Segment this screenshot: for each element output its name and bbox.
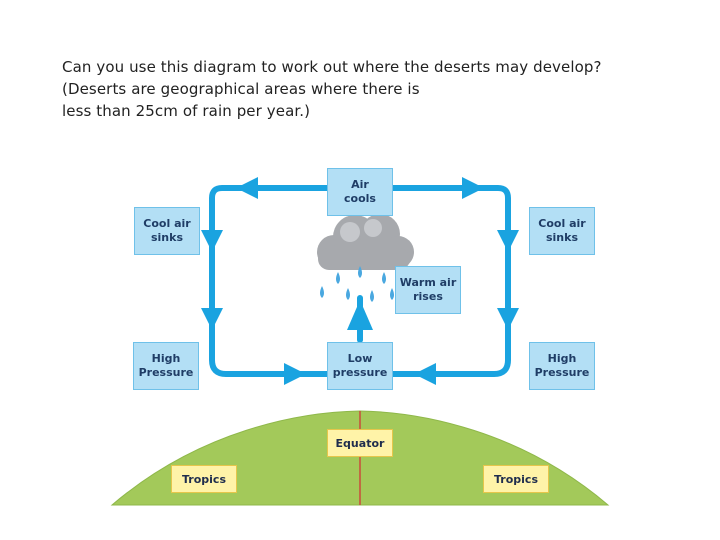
low-pressure-line-1: Low xyxy=(347,352,373,365)
high-pressure-left-box: High Pressure xyxy=(133,342,199,390)
high-pressure-right-line-2: Pressure xyxy=(534,366,590,379)
arrowheads xyxy=(201,177,519,385)
cool-air-sinks-right-line-2: sinks xyxy=(545,231,578,244)
cool-air-sinks-left-line-1: Cool air xyxy=(143,217,191,230)
tropics-right-label: Tropics xyxy=(483,465,549,493)
air-cools-box: Air cools xyxy=(327,168,393,216)
high-pressure-right-box: High Pressure xyxy=(529,342,595,390)
low-pressure-line-2: pressure xyxy=(332,366,388,379)
warm-air-rises-box: Warm air rises xyxy=(395,266,461,314)
equator-label: Equator xyxy=(327,429,393,457)
air-cools-line-1: Air xyxy=(351,178,369,191)
rain-cloud-icon xyxy=(317,214,414,302)
low-pressure-box: Low pressure xyxy=(327,342,393,390)
cool-air-sinks-left-line-2: sinks xyxy=(150,231,183,244)
question-line-3: less than 25cm of rain per year.) xyxy=(62,102,311,120)
warm-air-rises-line-2: rises xyxy=(413,290,443,303)
cool-air-sinks-right-line-1: Cool air xyxy=(538,217,586,230)
question-line-1: Can you use this diagram to work out whe… xyxy=(62,58,602,76)
question-line-2: (Deserts are geographical areas where th… xyxy=(62,80,420,98)
air-cools-line-2: cools xyxy=(344,192,376,205)
question-text: Can you use this diagram to work out whe… xyxy=(62,56,682,122)
cool-air-sinks-right-box: Cool air sinks xyxy=(529,207,595,255)
tropics-left-label: Tropics xyxy=(171,465,237,493)
high-pressure-left-line-1: High xyxy=(151,352,181,365)
high-pressure-left-line-2: Pressure xyxy=(138,366,194,379)
cool-air-sinks-left-box: Cool air sinks xyxy=(134,207,200,255)
warm-air-rises-line-1: Warm air xyxy=(399,276,457,289)
high-pressure-right-line-1: High xyxy=(547,352,577,365)
